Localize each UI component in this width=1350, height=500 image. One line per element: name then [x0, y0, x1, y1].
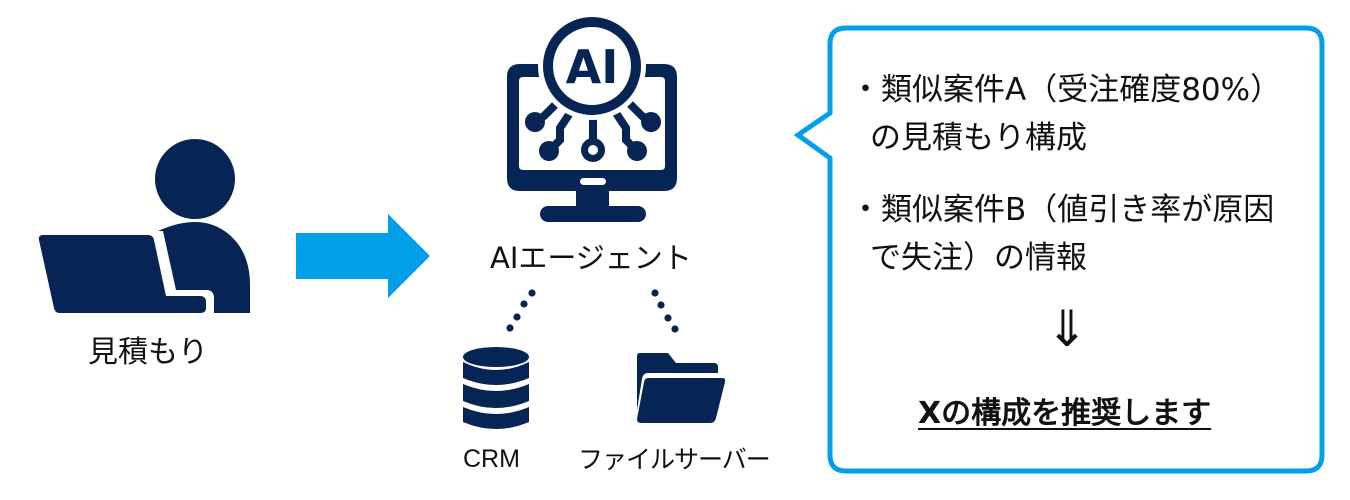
monitor-pill	[580, 178, 606, 185]
bullet-b-line2: で失注）の情報	[870, 240, 1087, 276]
monitor-frame	[507, 64, 677, 191]
dotted-connectors	[506, 289, 679, 333]
laptop-shape	[38, 235, 207, 313]
bullet-b-marker: ・	[850, 192, 881, 228]
ai-icon-text: AI	[566, 40, 619, 94]
crm-label: CRM	[463, 445, 520, 473]
bullet-a-marker: ・	[850, 72, 881, 108]
person-body	[158, 222, 250, 313]
bullet-a-line2: の見積もり構成	[870, 120, 1087, 156]
double-down-arrow-icon: ⇓	[1046, 300, 1088, 358]
monitor-base	[540, 206, 646, 222]
user-label: 見積もり	[88, 335, 208, 370]
bullet-a-line1: 類似案件A（受注確度80%）	[881, 72, 1282, 108]
folder-icon	[637, 353, 726, 423]
bullet-b-line1: 類似案件B（値引き率が原因	[881, 192, 1275, 228]
bubble-item-a: ・類似案件A（受注確度80%） の見積もり構成	[850, 66, 1281, 162]
right-arrow-icon	[296, 214, 430, 298]
database-icon	[463, 347, 529, 429]
recommendation-text: Xの構成を推奨します	[918, 396, 1212, 431]
person-head	[155, 139, 235, 219]
agent-label: AIエージェント	[490, 241, 692, 275]
file-server-label: ファイルサーバー	[578, 445, 771, 474]
monitor-neck	[576, 190, 609, 208]
ai-monitor-icon: AI	[507, 12, 677, 222]
person-at-laptop-icon	[38, 139, 250, 313]
bubble-item-b: ・類似案件B（値引き率が原因 で失注）の情報	[850, 186, 1274, 282]
